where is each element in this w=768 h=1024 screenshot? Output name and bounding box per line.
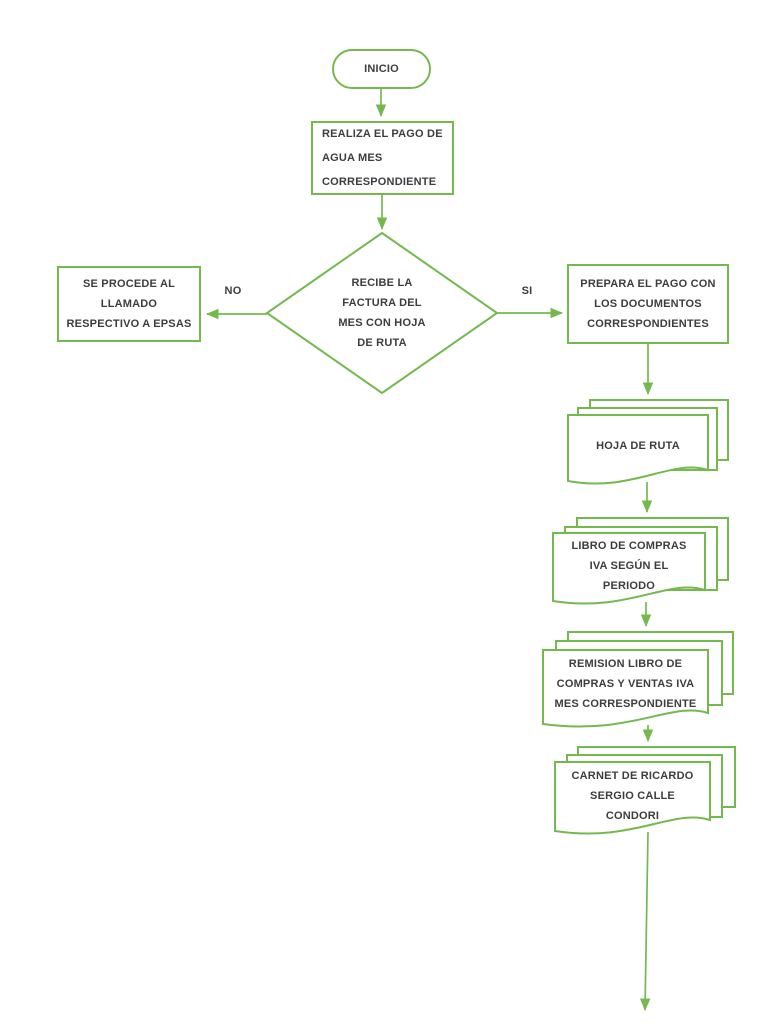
multidocument-carnet-shape [554, 746, 736, 835]
start-node-label: INICIO [364, 63, 399, 75]
branch-no-label: NO [224, 285, 242, 297]
doc-front-sheet [542, 649, 709, 728]
doc-front-sheet [554, 761, 711, 835]
process-prepara-label: PREPARA EL PAGO CON LOS DOCUMENTOS CORRE… [580, 278, 716, 330]
process-epsas-shape [57, 266, 201, 342]
doc-front-sheet [567, 414, 709, 485]
process-pago-label: REALIZA EL PAGO DE AGUA MES CORRESPONDIE… [322, 128, 443, 188]
process-epsas-label: SE PROCEDE AL LLAMADO RESPECTIVO A EPSAS [66, 278, 192, 330]
process-pago-shape [311, 121, 454, 195]
multidocument-remision-shape [542, 631, 734, 728]
decision-factura-label: RECIBE LA FACTURA DEL MES CON HOJA DE RU… [338, 277, 426, 349]
multidocument-libro-compras-shape [552, 517, 729, 605]
decision-factura-shape [265, 231, 499, 395]
multidocument-hoja-ruta-shape [567, 399, 729, 485]
doc-remision-label: REMISION LIBRO DE COMPRAS Y VENTAS IVA M… [554, 658, 697, 710]
doc-hoja-ruta-label: HOJA DE RUTA [596, 440, 680, 452]
doc-front-sheet [552, 532, 706, 605]
doc-libro-compras-label: LIBRO DE COMPRAS IVA SEGÚN EL PERIODO [571, 540, 687, 592]
branch-si-label: SI [521, 285, 533, 297]
doc-carnet-label: CARNET DE RICARDO SERGIO CALLE CONDORI [571, 770, 694, 822]
connector-carnet-continuation-arrow [639, 831, 651, 1012]
process-prepara-shape [567, 264, 729, 344]
